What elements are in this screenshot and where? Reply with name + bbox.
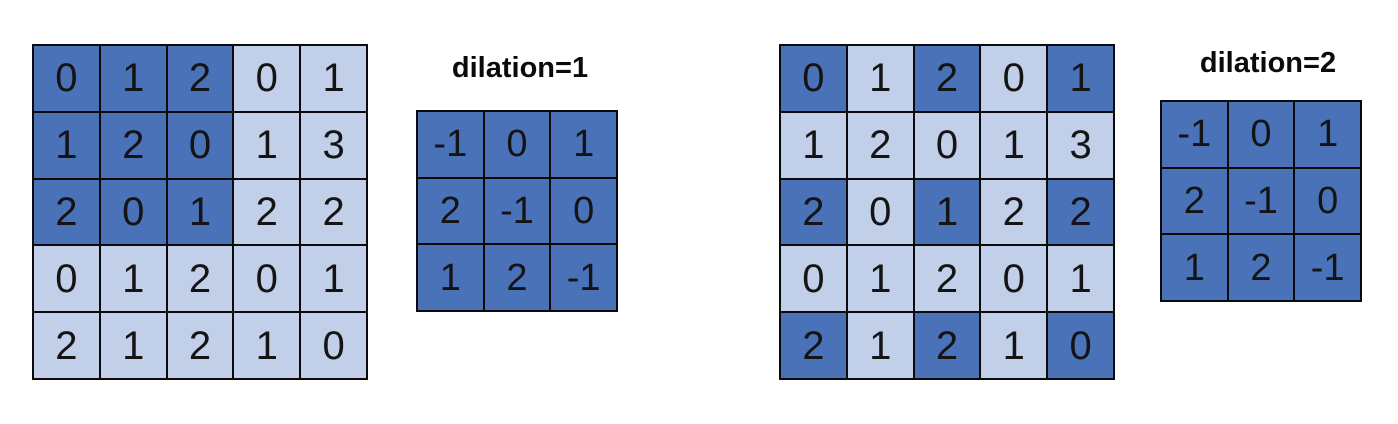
input-matrix-dilation1-cell: 2: [100, 112, 166, 178]
kernel-dilation1-cell: -1: [551, 245, 616, 310]
input-matrix-dilation1-cell: 2: [234, 179, 300, 245]
input-matrix-dilation2-cell: 0: [981, 46, 1047, 111]
input-matrix-dilation2-cell: 1: [981, 313, 1047, 378]
kernel-dilation1-cell: -1: [484, 178, 550, 244]
input-matrix-dilation1-cell: 2: [34, 179, 99, 245]
input-matrix-dilation1-cell: 1: [234, 313, 300, 378]
input-matrix-dilation1-cell: 0: [34, 246, 99, 312]
kernel-dilation1-cell: -1: [418, 112, 483, 177]
kernel-dilation2-cell: 1: [1295, 102, 1360, 167]
kernel-dilation2-cell: 2: [1162, 168, 1227, 234]
input-matrix-dilation1-cell: 0: [34, 46, 99, 111]
input-matrix-dilation2-cell: 2: [781, 313, 846, 378]
kernel-dilation1-cell: 0: [551, 178, 616, 244]
input-matrix-dilation2-cell: 2: [981, 179, 1047, 245]
input-matrix-dilation1-cell: 2: [301, 179, 366, 245]
input-matrix-dilation2-cell: 1: [847, 246, 913, 312]
input-matrix-dilation2-cell: 0: [781, 246, 846, 312]
input-matrix-dilation2-cell: 2: [914, 246, 980, 312]
input-matrix-dilation2-cell: 1: [914, 179, 980, 245]
input-matrix-dilation1-cell: 0: [301, 313, 366, 378]
input-matrix-dilation2-cell: 1: [847, 313, 913, 378]
input-matrix-dilation2-cell: 2: [781, 179, 846, 245]
input-matrix-dilation2-cell: 2: [847, 112, 913, 178]
kernel-dilation2-cell: 2: [1228, 235, 1294, 300]
kernel-dilation2-cell: -1: [1295, 235, 1360, 300]
input-matrix-dilation1-cell: 2: [167, 246, 233, 312]
kernel-dilation1-cell: 0: [484, 112, 550, 177]
input-matrix-dilation2-cell: 0: [1048, 313, 1113, 378]
input-matrix-dilation1-cell: 1: [301, 46, 366, 111]
kernel-dilation1-cell: 2: [484, 245, 550, 310]
kernel-dilation2-cell: 0: [1295, 168, 1360, 234]
input-matrix-dilation1-cell: 0: [167, 112, 233, 178]
input-matrix-dilation1-cell: 0: [234, 246, 300, 312]
kernel-dilation1-cell: 2: [418, 178, 483, 244]
input-matrix-dilation2-cell: 2: [1048, 179, 1113, 245]
kernel-title-dilation1: dilation=1: [451, 52, 589, 84]
input-matrix-dilation1-cell: 1: [34, 112, 99, 178]
input-matrix-dilation2-cell: 0: [914, 112, 980, 178]
input-matrix-dilation2-cell: 1: [981, 112, 1047, 178]
input-matrix-dilation2-cell: 2: [914, 46, 980, 111]
input-matrix-dilation2-cell: 1: [847, 46, 913, 111]
input-matrix-dilation1-cell: 1: [234, 112, 300, 178]
input-matrix-dilation2-cell: 1: [1048, 246, 1113, 312]
input-matrix-dilation2-cell: 0: [781, 46, 846, 111]
input-matrix-dilation1-cell: 0: [234, 46, 300, 111]
input-matrix-dilation2-cell: 2: [914, 313, 980, 378]
input-matrix-dilation1-cell: 1: [100, 46, 166, 111]
input-matrix-dilation2-cell: 0: [847, 179, 913, 245]
kernel-dilation2-cell: -1: [1228, 168, 1294, 234]
kernel-dilation2-cell: 0: [1228, 102, 1294, 167]
input-matrix-dilation1-cell: 2: [167, 46, 233, 111]
kernel-dilation2-cell: 1: [1162, 235, 1227, 300]
kernel-dilation1-cell: 1: [418, 245, 483, 310]
input-matrix-dilation1-cell: 2: [34, 313, 99, 378]
input-matrix-dilation1-cell: 0: [100, 179, 166, 245]
input-matrix-dilation1-cell: 1: [100, 246, 166, 312]
input-matrix-dilation2-cell: 0: [981, 246, 1047, 312]
input-matrix-dilation1-cell: 1: [167, 179, 233, 245]
input-matrix-dilation1-cell: 3: [301, 112, 366, 178]
input-matrix-dilation1-cell: 2: [167, 313, 233, 378]
input-matrix-dilation2-cell: 3: [1048, 112, 1113, 178]
input-matrix-dilation2-cell: 1: [1048, 46, 1113, 111]
kernel-dilation2-cell: -1: [1162, 102, 1227, 167]
kernel-dilation1-cell: 1: [551, 112, 616, 177]
input-matrix-dilation1-cell: 1: [301, 246, 366, 312]
input-matrix-dilation1-cell: 1: [100, 313, 166, 378]
kernel-title-dilation2: dilation=2: [1199, 47, 1337, 79]
input-matrix-dilation2-cell: 1: [781, 112, 846, 178]
